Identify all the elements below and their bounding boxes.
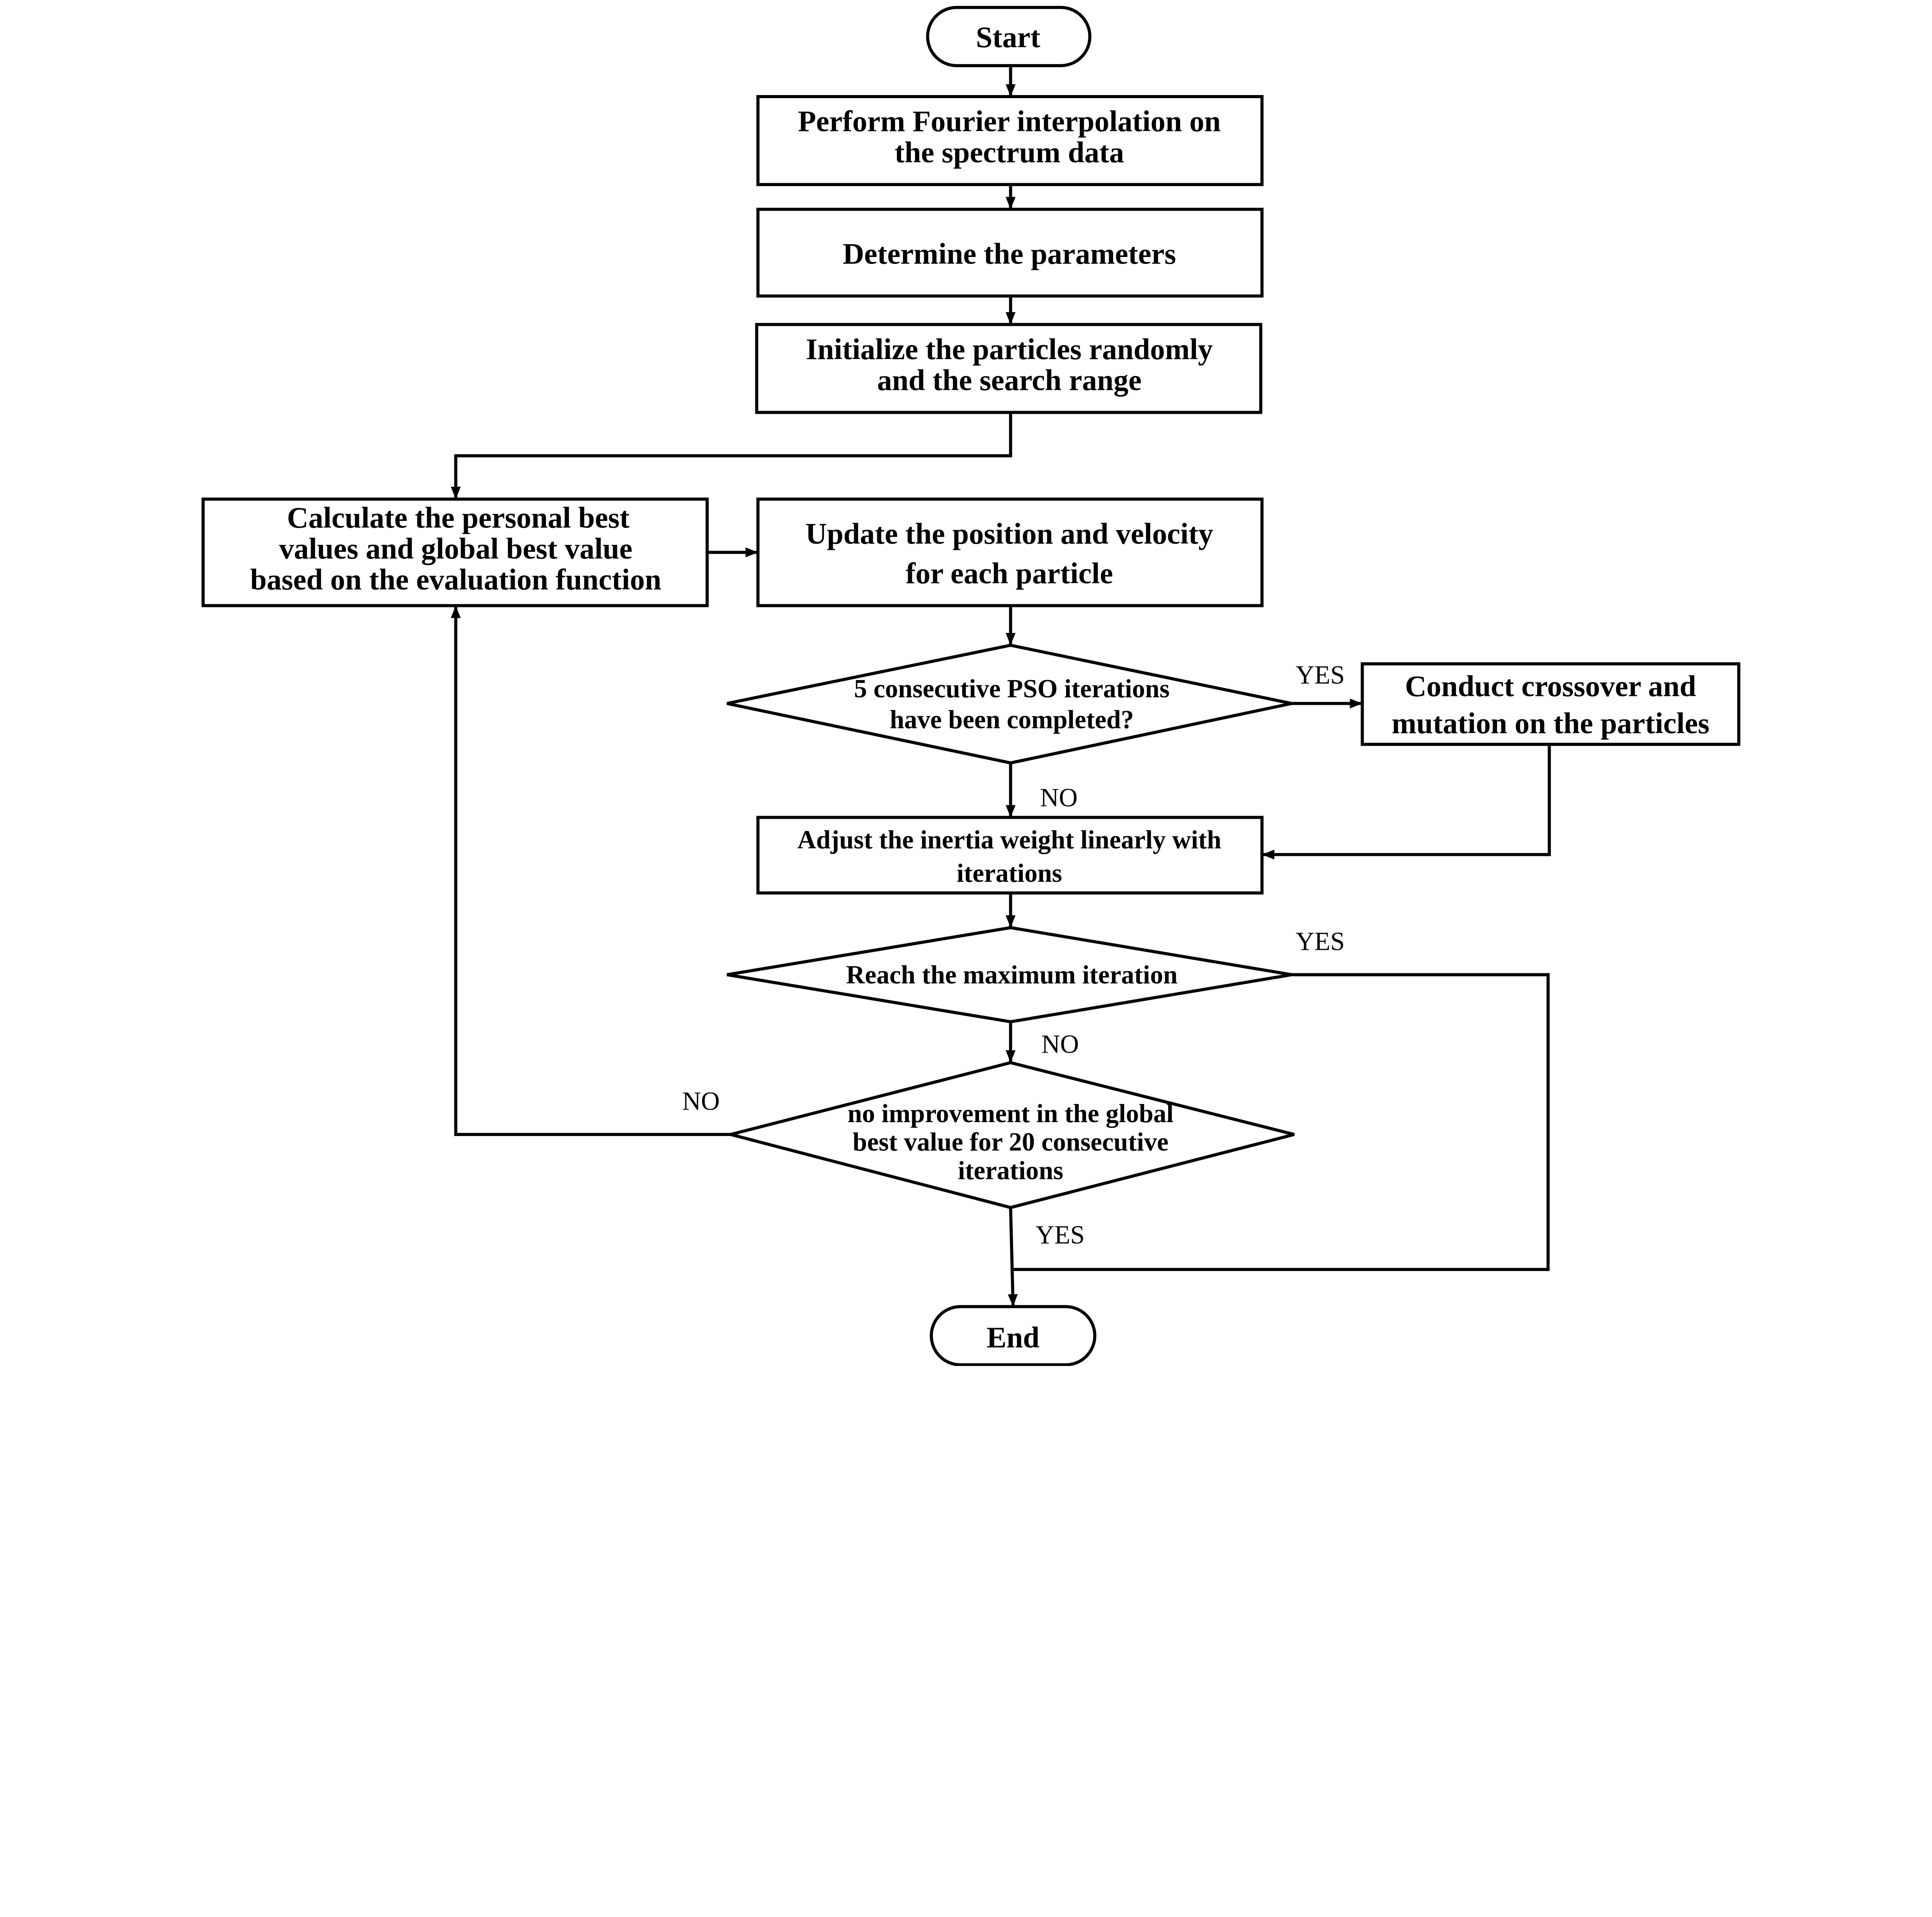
fourier-label-line2: the spectrum data (895, 136, 1124, 169)
node-update: Update the position and velocity for eac… (756, 497, 1264, 607)
label-improve-yes: YES (1036, 1220, 1085, 1249)
pso-check-label-line1: 5 consecutive PSO iterations (854, 674, 1170, 703)
node-end: End (930, 1305, 1097, 1366)
connectors (451, 65, 1551, 1307)
arrow-max-end (1013, 973, 1550, 1271)
arrow-improve-end (1008, 1207, 1018, 1307)
update-label-line1: Update the position and velocity (805, 517, 1213, 550)
node-calculate: Calculate the personal best values and g… (201, 497, 709, 607)
node-fourier: Perform Fourier interpolation on the spe… (756, 95, 1264, 186)
label-pso-yes: YES (1296, 660, 1345, 689)
parameters-label: Determine the parameters (843, 237, 1176, 270)
start-label: Start (976, 20, 1041, 54)
crossover-label-line1: Conduct crossover and (1405, 669, 1696, 703)
no-improve-label-line3: iterations (958, 1156, 1063, 1185)
calculate-label-line2: values and global best value (279, 532, 633, 565)
crossover-label-line2: mutation on the particles (1392, 706, 1709, 740)
max-iter-label: Reach the maximum iteration (846, 960, 1178, 989)
arrow-initialize-calculate (451, 412, 1012, 499)
node-start: Start (926, 6, 1092, 67)
update-label-line2: for each particle (906, 557, 1113, 590)
label-max-yes: YES (1296, 927, 1345, 956)
decision-max-iteration: Reach the maximum iteration (726, 926, 1292, 1024)
initialize-label-line1: Initialize the particles randomly (806, 332, 1213, 366)
label-pso-no: NO (1040, 783, 1078, 812)
node-parameters: Determine the parameters (756, 208, 1264, 298)
fourier-label-line1: Perform Fourier interpolation on (798, 105, 1221, 138)
initialize-label-line2: and the search range (877, 364, 1141, 397)
arrow-improve-calculate (451, 606, 731, 1136)
label-improve-no: NO (682, 1087, 720, 1116)
node-crossover: Conduct crossover and mutation on the pa… (1361, 662, 1741, 746)
calculate-label-line1: Calculate the personal best (287, 501, 630, 534)
decision-pso-iterations: 5 consecutive PSO iterations have been c… (726, 643, 1292, 765)
pso-check-label-line2: have been completed? (890, 705, 1134, 734)
inertia-label-line1: Adjust the inertia weight linearly with (798, 825, 1221, 854)
arrow-crossover-inertia (1262, 744, 1551, 860)
label-max-no: NO (1041, 1029, 1079, 1058)
inertia-label-line2: iterations (957, 859, 1062, 888)
no-improve-label-line1: no improvement in the global (848, 1099, 1174, 1128)
decision-no-improvement: no improvement in the global best value … (724, 1061, 1295, 1209)
node-inertia: Adjust the inertia weight linearly with … (756, 816, 1264, 895)
no-improve-label-line2: best value for 20 consecutive (853, 1128, 1168, 1157)
flowchart: Start Perform Fourier interpolation on t… (201, 6, 1741, 1366)
end-label: End (986, 1321, 1039, 1354)
calculate-label-line3: based on the evaluation function (250, 563, 661, 596)
node-initialize: Initialize the particles randomly and th… (755, 323, 1262, 414)
